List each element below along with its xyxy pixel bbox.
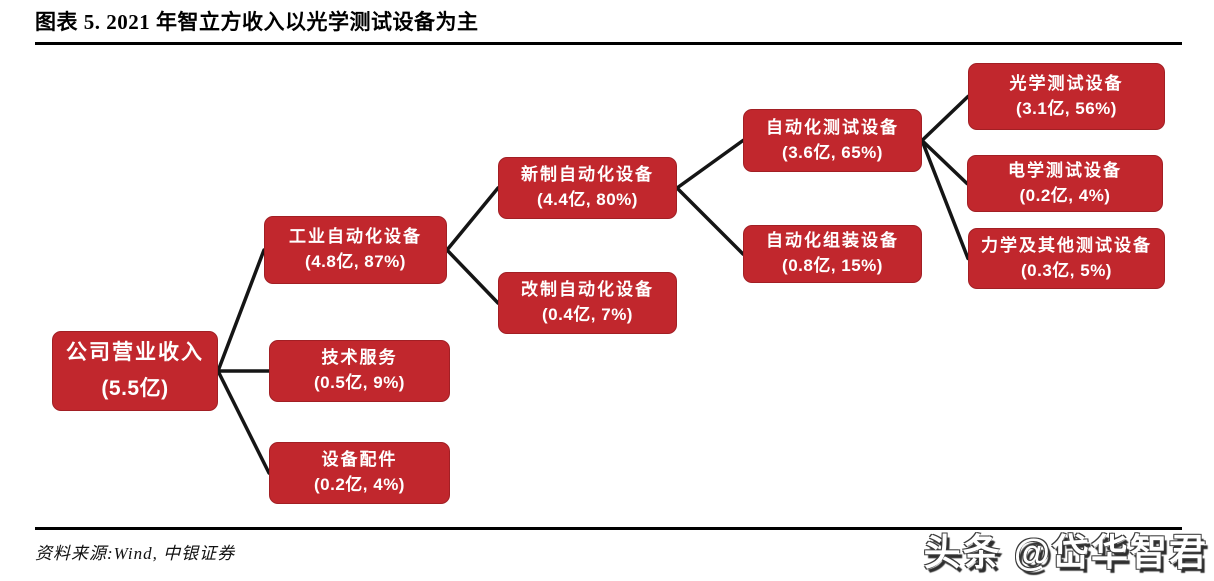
node-label: 技术服务 <box>321 348 398 368</box>
edge-new-automation-to-automated-assembly <box>675 186 745 256</box>
node-label: 光学测试设备 <box>1009 73 1124 93</box>
figure-title: 图表 5. 2021 年智立方收入以光学测试设备为主 <box>35 10 479 34</box>
edge-new-automation-to-automated-test <box>675 138 745 190</box>
node-value: (0.3亿, 5%) <box>1021 260 1112 280</box>
node-label: 公司营业收入 <box>66 341 204 365</box>
diagram-node-retrofit-automation: 改制自动化设备 (0.4亿, 7%) <box>498 272 677 334</box>
node-label: 设备配件 <box>321 450 398 470</box>
node-value: (0.4亿, 7%) <box>542 305 633 324</box>
edge-total-to-industrial-automation <box>216 248 266 373</box>
footer-divider <box>35 527 1182 530</box>
node-label: 新制自动化设备 <box>521 165 654 185</box>
edge-industrial-automation-to-new-automation <box>445 186 500 252</box>
diagram-node-automated-test: 自动化测试设备 (3.6亿, 65%) <box>743 109 922 172</box>
node-value: (0.5亿, 9%) <box>314 373 405 392</box>
edge-industrial-automation-to-retrofit-automation <box>445 248 500 305</box>
node-label: 电学测试设备 <box>1008 160 1122 180</box>
node-value: (4.8亿, 87%) <box>305 252 406 271</box>
diagram-node-mechanical-other-test: 力学及其他测试设备 (0.3亿, 5%) <box>968 228 1165 289</box>
diagram-node-equipment-parts: 设备配件 (0.2亿, 4%) <box>269 442 450 504</box>
node-value: (4.4亿, 80%) <box>537 190 638 209</box>
node-label: 自动化组装设备 <box>766 231 899 251</box>
node-label: 自动化测试设备 <box>766 117 899 137</box>
node-label: 工业自动化设备 <box>289 227 422 247</box>
watermark: 头条 @岱华智君 <box>923 532 1208 573</box>
node-value: (3.1亿, 56%) <box>1016 98 1117 118</box>
source-note: 资料来源:Wind, 中银证券 <box>35 544 236 563</box>
title-divider <box>35 42 1182 45</box>
node-label: 改制自动化设备 <box>521 280 654 300</box>
diagram-node-new-automation: 新制自动化设备 (4.4亿, 80%) <box>498 157 677 219</box>
diagram-node-automated-assembly: 自动化组装设备 (0.8亿, 15%) <box>743 225 922 283</box>
diagram-node-electrical-test: 电学测试设备 (0.2亿, 4%) <box>967 155 1163 212</box>
node-value: (5.5亿) <box>101 377 169 400</box>
node-value: (3.6亿, 65%) <box>782 142 883 162</box>
node-label: 力学及其他测试设备 <box>981 235 1152 255</box>
node-value: (0.2亿, 4%) <box>1019 185 1111 205</box>
diagram-node-optical-test: 光学测试设备 (3.1亿, 56%) <box>968 63 1165 130</box>
diagram-node-technical-service: 技术服务 (0.5亿, 9%) <box>269 340 450 402</box>
edge-automated-test-to-optical-test <box>920 94 970 143</box>
edge-total-to-equipment-parts <box>216 369 271 475</box>
edge-automated-test-to-electrical-test <box>920 138 969 186</box>
edge-automated-test-to-mechanical-other-test <box>920 138 970 261</box>
node-value: (0.2亿, 4%) <box>314 475 405 494</box>
diagram-node-total: 公司营业收入 (5.5亿) <box>52 331 218 411</box>
diagram-node-industrial-automation: 工业自动化设备 (4.8亿, 87%) <box>264 216 447 284</box>
node-value: (0.8亿, 15%) <box>782 256 883 275</box>
